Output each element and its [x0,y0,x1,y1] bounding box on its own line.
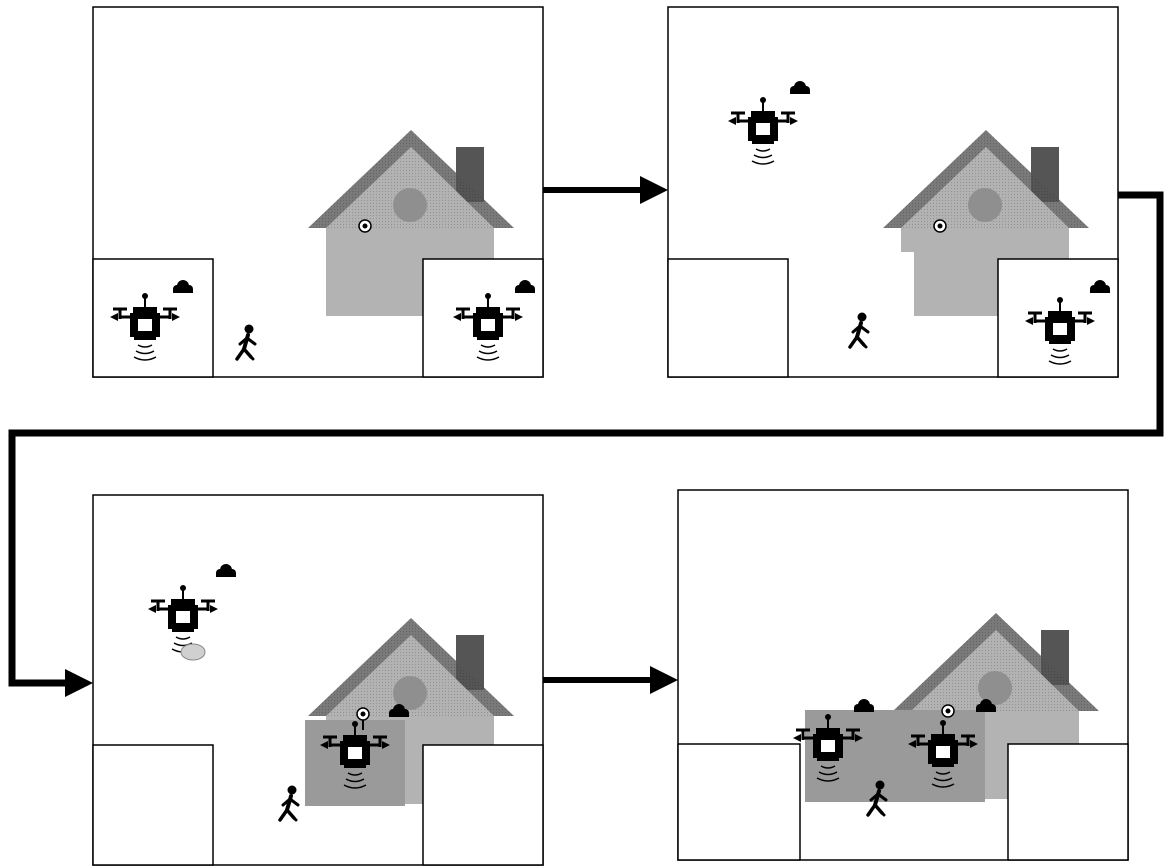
dock-left [677,743,801,861]
flow-arrow-3-to-4 [543,666,678,694]
dock-left [92,744,214,866]
dock-right [422,744,544,866]
dock-left [667,258,789,378]
flow-arrow-1-to-2 [543,176,668,204]
panel-step-4 [677,489,1129,861]
doorbell-icon [941,704,955,718]
front-door [874,252,914,316]
front-door [233,252,275,316]
doorbell-icon [356,707,370,721]
dock-right [1007,743,1129,861]
panel-step-1 [92,6,544,378]
flow-arrow-2-to-3 [8,191,1164,697]
doorbell-icon [933,219,947,233]
hand-icon [180,643,206,661]
panel-step-2 [667,6,1119,378]
panel-step-3 [92,494,544,866]
doorbell-icon [358,219,372,233]
